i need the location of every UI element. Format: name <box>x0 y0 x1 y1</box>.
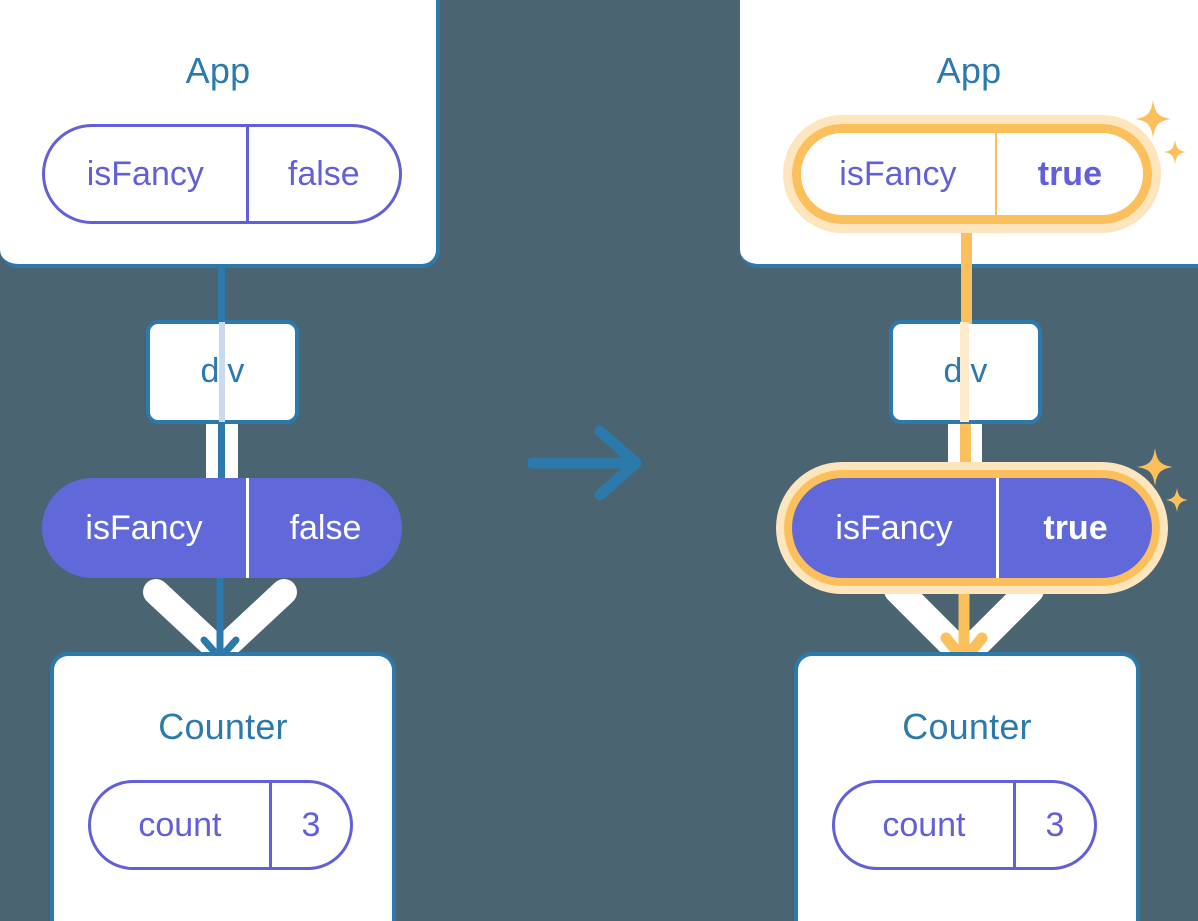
sparkle-icon <box>1137 448 1173 486</box>
transition-arrow <box>528 425 648 501</box>
app-state-key: isFancy <box>839 155 957 193</box>
wire-div-to-prop <box>960 420 971 484</box>
counter-state-key: count <box>882 806 966 844</box>
sparkles-app-state <box>1132 100 1190 174</box>
arrow-down-icon <box>940 572 988 664</box>
counter-state-value: 3 <box>1012 783 1094 867</box>
arrow-right-icon <box>528 425 642 501</box>
app-state-value: false <box>245 127 399 221</box>
prop-key: isFancy <box>85 509 203 547</box>
panel-after-lower: div isFancy true Co <box>740 0 1198 921</box>
wire-app-to-div-right <box>961 222 972 324</box>
app-state-value: true <box>994 133 1143 215</box>
prop-value: false <box>246 478 402 578</box>
wire-app-to-div <box>218 264 225 324</box>
prop-pill: isFancy false <box>42 478 402 578</box>
app-title: App <box>185 50 251 91</box>
arrow-prop-to-counter <box>864 572 1064 664</box>
wire-div-to-prop <box>218 420 225 484</box>
prop-pill-highlighted: isFancy true <box>792 478 1152 578</box>
panel-after: App isFancy true <box>740 0 1198 921</box>
counter-state-key: count <box>138 806 222 844</box>
sparkles-prop <box>1134 448 1192 522</box>
sparkle-small-icon <box>1166 488 1188 512</box>
prop-value: true <box>996 478 1152 578</box>
sparkle-icon <box>1135 100 1171 138</box>
counter-state-pill: count 3 <box>88 780 353 870</box>
app-state-pill: isFancy false <box>42 124 402 224</box>
app-title: App <box>936 50 1002 91</box>
panel-before: App isFancy false div isFancy false <box>0 0 458 921</box>
counter-title: Counter <box>902 706 1032 747</box>
arrow-prop-to-counter <box>120 572 320 664</box>
wire-through-div <box>219 322 225 422</box>
arrow-down-icon <box>200 572 240 662</box>
app-state-key: isFancy <box>86 155 204 193</box>
app-state-pill-highlighted: isFancy true <box>792 124 1152 224</box>
counter-state-value: 3 <box>268 783 350 867</box>
wire-through-div <box>960 322 969 422</box>
counter-title: Counter <box>158 706 288 747</box>
prop-key: isFancy <box>835 509 953 547</box>
counter-state-pill: count 3 <box>832 780 1097 870</box>
sparkle-small-icon <box>1164 140 1186 164</box>
